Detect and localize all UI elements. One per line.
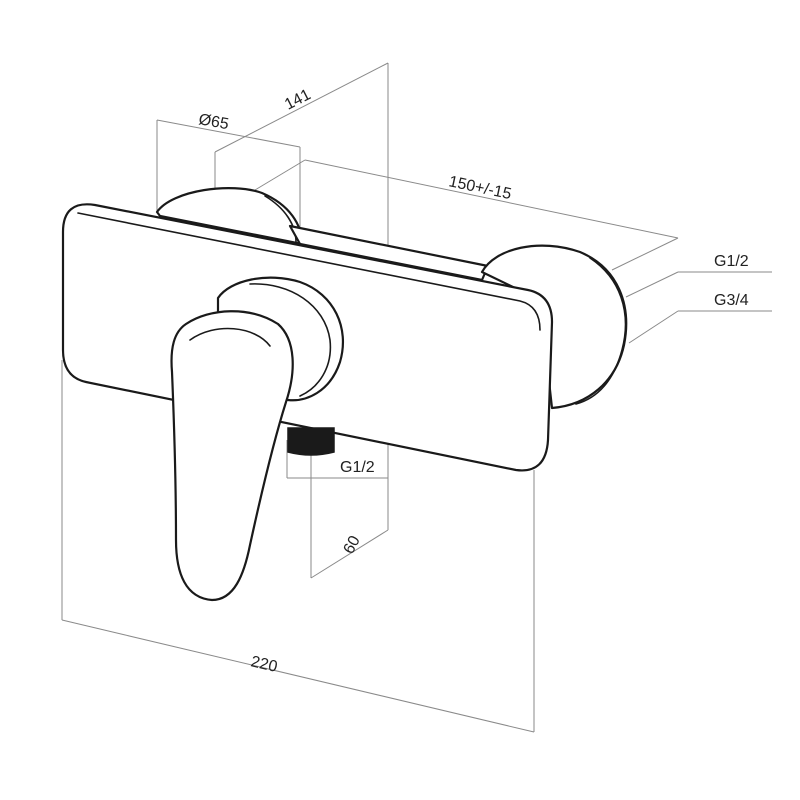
lever-handle[interactable] (170, 310, 294, 602)
diameter-label: Ø65 (197, 111, 230, 133)
inlet-bottom-label: G3/4 (714, 292, 749, 309)
mixer-body (61, 187, 628, 602)
outlet-nipple (287, 427, 335, 456)
inlet-top-label: G1/2 (714, 253, 749, 270)
width-label: 220 (249, 653, 279, 676)
outlet-offset-label: 60 (341, 533, 364, 557)
spacing-label: 150+/-15 (447, 173, 513, 203)
right-wall-flange (480, 244, 628, 410)
outlet-label: G1/2 (340, 459, 375, 476)
